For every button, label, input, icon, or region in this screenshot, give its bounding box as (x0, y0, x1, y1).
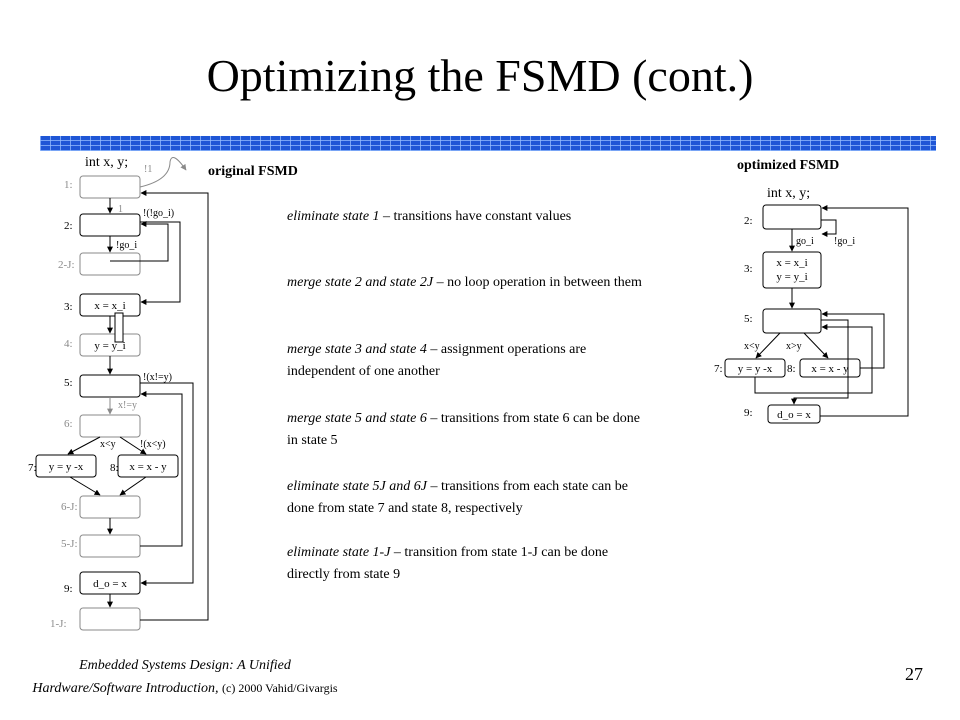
opt-state-7-action: y = y -x (738, 363, 773, 375)
opt-state-label-9: 9: (744, 407, 753, 419)
orig-state-label-7: 7: (28, 462, 37, 474)
title-divider-band (40, 136, 936, 151)
orig-state-3-action: x = x_i (94, 300, 125, 312)
footer-copyright: (c) 2000 Vahid/Givargis (222, 681, 338, 695)
opt-edge-2-self (821, 219, 837, 237)
orig-state-8-action: x = x - y (129, 461, 167, 473)
orig-state-label-2: 2: (64, 220, 73, 232)
orig-edge-label-not-go: !(!go_i) (143, 208, 174, 219)
opt-edge-5-7 (755, 332, 781, 359)
orig-state-4-action: y = y_i (94, 340, 125, 352)
orig-edge-7-6j (69, 476, 101, 496)
orig-edge-6-8 (119, 436, 147, 455)
orig-state-9-action: d_o = x (93, 578, 127, 590)
opt-state-9 (767, 404, 821, 424)
orig-state-label-5j: 5-J: (61, 538, 78, 550)
opt-state-9-action: d_o = x (777, 409, 811, 421)
opt-edge-label-xlty: x<y (744, 341, 760, 352)
orig-state-label-4: 4: (64, 338, 73, 350)
orig-state-label-3: 3: (64, 301, 73, 313)
bullet-eliminate-1j: eliminate state 1-J – transition from st… (287, 545, 609, 582)
opt-state-2 (762, 204, 822, 230)
orig-edge-label-xlty: x<y (100, 439, 116, 450)
page-number: 27 (905, 664, 923, 684)
footer-book-subtitle: Hardware/Software Introduction, (32, 681, 219, 696)
opt-state-label-7: 7: (714, 363, 723, 375)
orig-edge-6-7 (67, 436, 101, 455)
bullet-merge-3-4: merge state 3 and state 4 – assignment o… (287, 342, 587, 379)
orig-state-label-9: 9: (64, 583, 73, 595)
opt-edge-8-5 (821, 311, 885, 369)
opt-edge-9-2 (820, 205, 909, 417)
opt-state-3-action-x: x = x_i (776, 257, 807, 269)
orig-state-label-8: 8: (110, 462, 119, 474)
opt-edge-5-9 (791, 319, 849, 405)
opt-state-label-8: 8: (787, 363, 796, 375)
original-fsmd-heading: original FSMD (208, 164, 298, 179)
orig-state-label-2j: 2-J: (58, 259, 75, 271)
footer-book-title: Embedded Systems Design: A Unified (79, 658, 291, 673)
opt-state-3-action-y: y = y_i (776, 271, 807, 283)
opt-edge-label-xgty: x>y (786, 341, 802, 352)
opt-edge-label-not-go: !go_i (834, 236, 855, 247)
orig-edge-label-xney: x!=y (118, 400, 137, 411)
orig-state-label-6j: 6-J: (61, 501, 78, 513)
orig-edge-5j-5 (140, 391, 183, 547)
opt-edge-5-8 (803, 332, 829, 359)
bullet-eliminate-state-1: eliminate state 1 – transitions have con… (287, 209, 572, 224)
opt-state-8-action: x = x - y (811, 363, 849, 375)
orig-state-7-action: y = y -x (49, 461, 84, 473)
orig-declaration: int x, y; (85, 155, 128, 170)
orig-state-label-6: 6: (64, 418, 73, 430)
orig-state-label-1j: 1-J: (50, 618, 67, 630)
bullet-eliminate-5j-6j: eliminate state 5J and 6J – transitions … (287, 479, 628, 516)
orig-edge-8-6j (119, 476, 147, 496)
opt-state-label-3: 3: (744, 263, 753, 275)
opt-state-label-2: 2: (744, 215, 753, 227)
slide-title: Optimizing the FSMD (cont.) (206, 50, 754, 101)
opt-declaration: int x, y; (767, 186, 810, 201)
opt-state-label-5: 5: (744, 313, 753, 325)
orig-edge-5-9 (140, 382, 194, 586)
orig-state-label-5: 5: (64, 377, 73, 389)
optimized-fsmd-heading: optimized FSMD (737, 158, 840, 173)
orig-edge-1j-1 (140, 190, 209, 621)
orig-state-7 (35, 454, 97, 478)
orig-edge-2j-2 (110, 221, 169, 262)
orig-edge-label-not-xlty: !(x<y) (140, 439, 166, 450)
bullet-merge-5-6: merge state 5 and state 6 – transitions … (287, 411, 640, 448)
slide-footer: Embedded Systems Design: A Unified Hardw… (20, 655, 350, 700)
orig-merge-bracket-3-4 (114, 312, 124, 343)
orig-edge-label-not-xney: !(x!=y) (143, 372, 172, 383)
orig-edge-label-go: !go_i (116, 240, 137, 251)
orig-state-2j (79, 252, 141, 276)
orig-edge-2-3 (140, 221, 181, 305)
orig-state-8 (117, 454, 179, 478)
orig-state-6 (79, 414, 141, 438)
opt-state-5 (762, 308, 822, 334)
opt-edge-label-go: go_i (796, 236, 814, 247)
bullet-merge-2-2j: merge state 2 and state 2J – no loop ope… (287, 275, 642, 290)
orig-edge-label-1: 1 (118, 204, 123, 215)
orig-state-label-1: 1: (64, 179, 73, 191)
orig-state-1j (79, 607, 141, 631)
orig-edge-label-not1: !1 (144, 164, 152, 175)
opt-edge-7-5 (754, 324, 873, 394)
orig-edge-1-self (139, 157, 187, 188)
